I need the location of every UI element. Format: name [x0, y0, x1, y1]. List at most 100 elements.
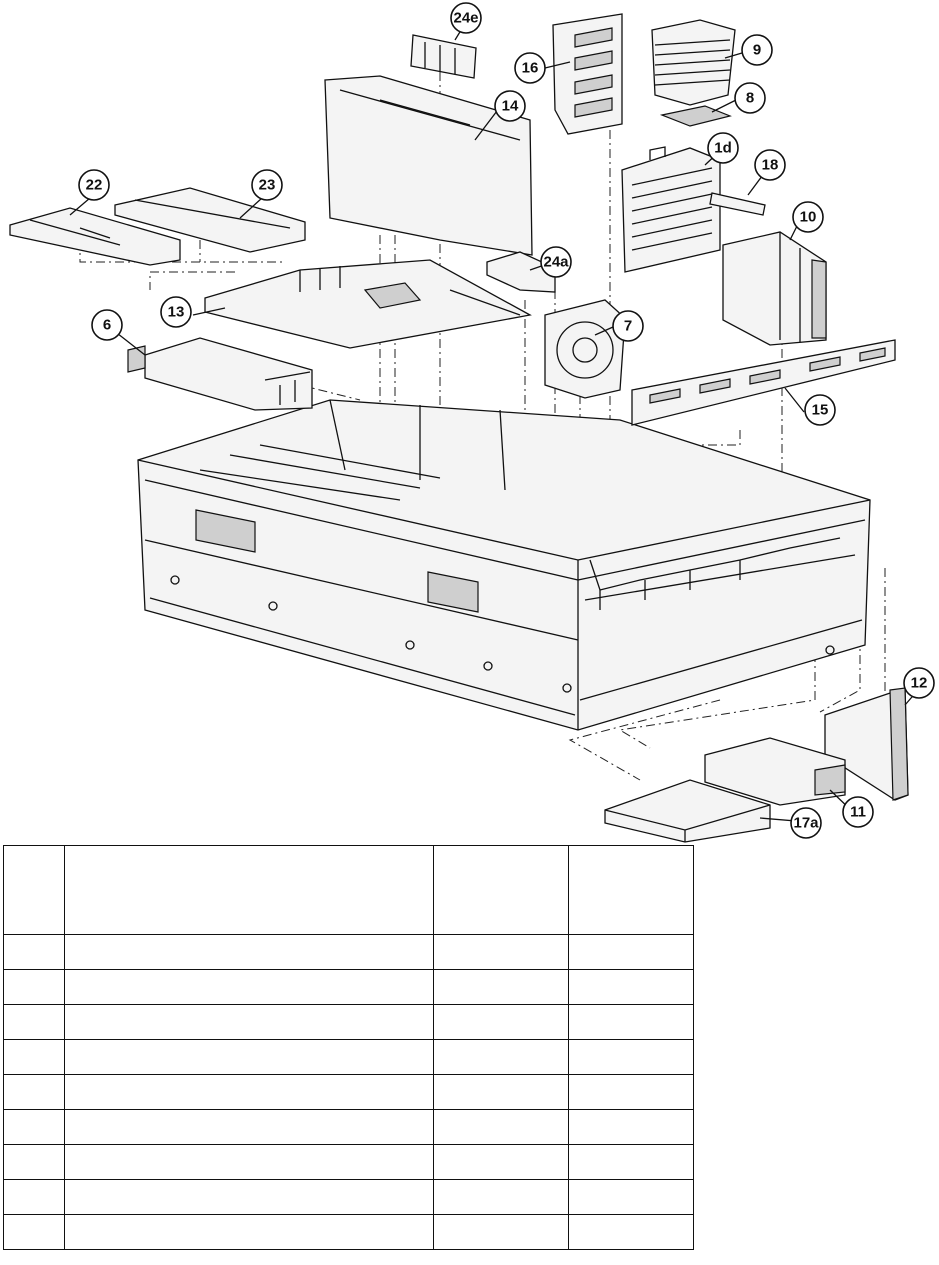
callout-23: 23 — [251, 169, 283, 201]
table-cell — [64, 1074, 434, 1110]
table-cell — [568, 934, 694, 970]
callout-18: 18 — [754, 149, 786, 181]
system-board — [204, 259, 532, 349]
callout-label: 8 — [746, 90, 754, 107]
table-cell — [3, 1109, 65, 1145]
table-cell — [64, 1144, 434, 1180]
callout-label: 6 — [103, 317, 111, 334]
table-cell — [433, 969, 569, 1005]
callout-24a: 24a — [540, 246, 572, 278]
table-cell — [568, 1179, 694, 1215]
table-cell — [3, 1074, 65, 1110]
table-cell — [64, 969, 434, 1005]
exploded-view-svg: 24e 16 9 8 14 1d 18 22 23 10 24a 13 — [9, 2, 935, 843]
expansion-board-23 — [114, 187, 306, 253]
memory-module — [410, 34, 477, 79]
riser-board — [324, 75, 533, 256]
callout-label: 1d — [714, 140, 732, 157]
callout-22: 22 — [78, 169, 110, 201]
processor — [659, 105, 732, 127]
table-row — [3, 969, 694, 1005]
table-cell — [3, 934, 65, 970]
callout-16: 16 — [514, 52, 546, 84]
table-cell — [3, 1144, 65, 1180]
table-cell — [568, 1109, 694, 1145]
callout-11: 11 — [842, 796, 874, 828]
callout-label: 24a — [543, 254, 569, 271]
header-cell-spare-part — [433, 845, 569, 935]
power-supply — [127, 337, 313, 411]
callout-7: 7 — [612, 310, 644, 342]
air-baffle — [621, 146, 721, 273]
table-row — [3, 1144, 694, 1180]
table-cell — [433, 1214, 569, 1250]
table-cell — [433, 1004, 569, 1040]
table-cell — [433, 1179, 569, 1215]
table-cell — [3, 1004, 65, 1040]
callout-14: 14 — [494, 90, 526, 122]
fan-cover — [486, 251, 556, 293]
table-cell — [433, 1144, 569, 1180]
table-cell — [568, 1004, 694, 1040]
table-cell — [64, 1214, 434, 1250]
callout-label: 14 — [502, 98, 519, 115]
callout-label: 16 — [522, 60, 539, 77]
table-row — [3, 1109, 694, 1145]
server-chassis — [137, 399, 871, 731]
callout-label: 11 — [850, 804, 866, 821]
callout-24e: 24e — [450, 2, 482, 34]
callout-17a: 17a — [790, 807, 822, 839]
dimm — [709, 192, 766, 216]
table-cell — [568, 969, 694, 1005]
table-cell — [3, 1179, 65, 1215]
table-cell — [64, 1109, 434, 1145]
table-cell — [433, 1109, 569, 1145]
callout-6: 6 — [91, 309, 123, 341]
table-row — [3, 1074, 694, 1110]
callout-label: 15 — [812, 402, 829, 419]
exploded-view-diagram: 24e 16 9 8 14 1d 18 22 23 10 24a 13 — [9, 2, 935, 843]
callout-10: 10 — [792, 201, 824, 233]
callout-9: 9 — [741, 34, 773, 66]
drive-backplane — [552, 13, 623, 135]
heatsink — [651, 19, 736, 106]
spare-parts-table — [3, 845, 694, 1250]
table-cell — [64, 1179, 434, 1215]
hard-drive — [722, 231, 827, 346]
callout-label: 13 — [168, 304, 185, 321]
table-cell — [3, 1214, 65, 1250]
table-cell — [3, 1039, 65, 1075]
callout-13: 13 — [160, 296, 192, 328]
callout-label: 24e — [453, 10, 478, 27]
table-cell — [568, 1214, 694, 1250]
table-cell — [433, 1039, 569, 1075]
table-cell — [3, 969, 65, 1005]
table-row — [3, 1004, 694, 1040]
callout-label: 9 — [753, 42, 761, 59]
callout-label: 10 — [800, 209, 817, 226]
table-cell — [568, 1039, 694, 1075]
table-header-row — [3, 845, 694, 935]
callout-8: 8 — [734, 82, 766, 114]
optical-drive — [604, 779, 771, 843]
callout-12: 12 — [903, 667, 935, 699]
fan — [544, 299, 626, 399]
table-cell — [568, 1144, 694, 1180]
header-cell-option — [568, 845, 694, 935]
table-cell — [433, 934, 569, 970]
table-row — [3, 1039, 694, 1075]
expansion-board-22 — [9, 207, 181, 266]
callout-label: 23 — [259, 177, 276, 194]
table-row — [3, 1179, 694, 1215]
header-cell-description — [64, 845, 434, 935]
sas-backplane — [631, 339, 896, 426]
table-row — [3, 934, 694, 970]
callout-15: 15 — [804, 394, 836, 426]
table-cell — [64, 934, 434, 970]
table-cell — [568, 1074, 694, 1110]
io-board — [824, 687, 909, 801]
drive-module-11 — [704, 737, 846, 806]
callout-label: 12 — [911, 675, 928, 692]
callout-label: 22 — [86, 177, 103, 194]
callout-label: 17a — [793, 815, 819, 832]
